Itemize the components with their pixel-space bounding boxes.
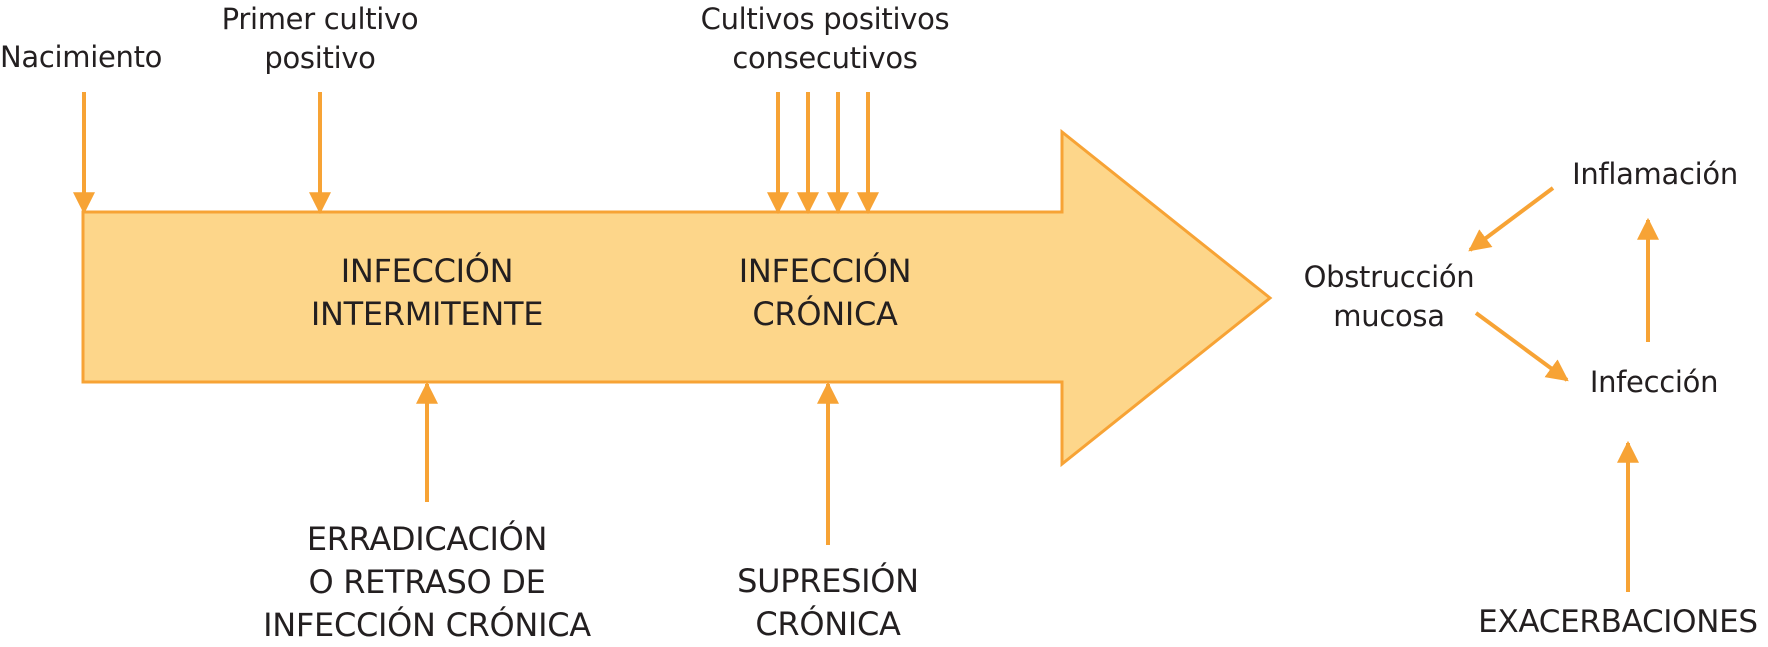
progression-arrow — [81, 128, 1273, 468]
consecutive-cultures-line-1: Cultivos positivos — [700, 2, 950, 36]
infection-label: Infección — [1568, 363, 1740, 402]
suppression-label: SUPRESIÓN CRÓNICA — [708, 560, 948, 646]
intermittent-infection-stage: INFECCIÓN INTERMITENTE — [287, 250, 567, 336]
suppression-line-1: SUPRESIÓN — [737, 562, 919, 600]
intermittent-line-1: INFECCIÓN — [340, 252, 514, 290]
suppression-line-2: CRÓNICA — [755, 604, 901, 643]
intermittent-line-2: INTERMITENTE — [310, 294, 544, 333]
first-culture-line-1: Primer cultivo — [221, 2, 419, 36]
eradication-line-2: O RETRASO DE — [308, 562, 546, 601]
first-culture-line-2: positivo — [264, 40, 376, 75]
chronic-line-2: CRÓNICA — [752, 294, 898, 333]
obstruction-label: Obstrucción mucosa — [1289, 258, 1489, 336]
obstruction-line-2: mucosa — [1333, 298, 1445, 333]
exacerbations-text: EXACERBACIONES — [1478, 604, 1758, 640]
birth-label-text: Nacimiento — [0, 40, 163, 74]
obstruction-to-infection-arrow — [1474, 311, 1569, 382]
inflammation-label: Inflamación — [1555, 155, 1755, 194]
eradication-line-1: ERRADICACIÓN — [306, 520, 548, 558]
eradication-label: ERRADICACIÓN O RETRASO DE INFECCIÓN CRÓN… — [232, 518, 622, 647]
obstruction-line-1: Obstrucción — [1303, 260, 1475, 294]
chronic-line-1: INFECCIÓN — [738, 252, 912, 290]
eradication-line-3: INFECCIÓN CRÓNICA — [263, 605, 591, 644]
consecutive-cultures-line-2: consecutivos — [732, 40, 918, 75]
first-culture-label: Primer cultivo positivo — [200, 0, 440, 78]
birth-label: Nacimiento — [0, 38, 172, 77]
chronic-infection-stage: INFECCIÓN CRÓNICA — [705, 250, 945, 336]
inflammation-to-obstruction-arrow — [1468, 186, 1555, 252]
consecutive-cultures-label: Cultivos positivos consecutivos — [680, 0, 970, 78]
inflammation-text: Inflamación — [1572, 157, 1738, 191]
infection-text: Infección — [1589, 365, 1719, 399]
exacerbations-label: EXACERBACIONES — [1468, 602, 1768, 644]
